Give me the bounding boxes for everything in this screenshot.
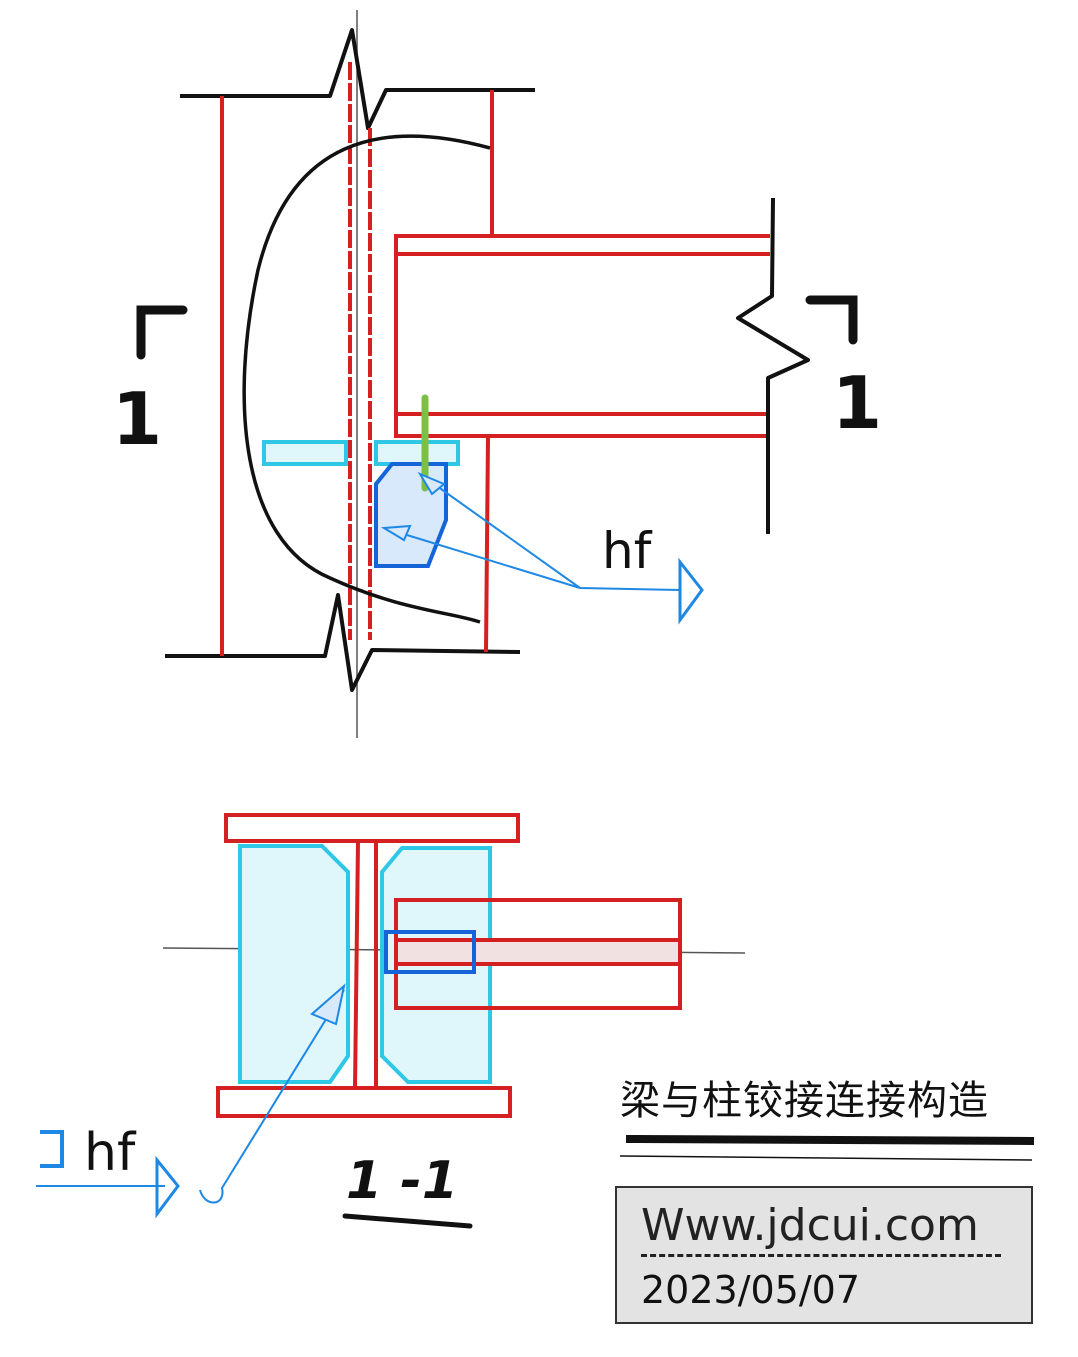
stiffener-left <box>262 440 348 466</box>
stiffener-right <box>374 440 460 466</box>
title-underline-thin <box>619 1155 1033 1161</box>
drawing-date: 2023/05/07 <box>641 1268 861 1312</box>
section-mark-right-flag <box>805 295 858 345</box>
weld-leader-lower <box>36 989 345 1204</box>
elevation-view: hf 1 1 <box>112 10 882 738</box>
website-url-underline <box>641 1254 1001 1257</box>
weld-label-upper: hf <box>602 522 653 580</box>
weld-arrowhead-1 <box>417 471 446 496</box>
section-title-underline <box>342 1213 473 1229</box>
weld-arrowhead-2 <box>380 524 412 542</box>
detail-callout-curve <box>242 134 491 624</box>
weld-arrowhead-lower <box>310 983 346 1026</box>
title-underline-thick <box>625 1135 1035 1145</box>
website-stamp: Www.jdcui.com 2023/05/07 <box>615 1186 1033 1324</box>
drawing-title: 梁与柱铰接连接构造 <box>620 1078 989 1124</box>
section-column-bottom-flange <box>216 1086 512 1118</box>
beam-outline <box>394 234 770 438</box>
weld-leader-upper <box>383 473 681 591</box>
weld-flag-lower <box>155 1155 180 1219</box>
website-url[interactable]: Www.jdcui.com <box>641 1200 979 1251</box>
column-right-flange-lower <box>484 435 490 653</box>
bottom-break-line <box>165 593 521 692</box>
weld-label-lower: hf <box>84 1123 137 1183</box>
section-mark-left-flag <box>136 305 188 360</box>
section-title: 1 -1 <box>346 1151 458 1211</box>
section-beam-web <box>394 938 682 966</box>
section-mark-right-number: 1 <box>832 361 882 445</box>
top-break-line <box>180 28 535 130</box>
section-stiffener-left <box>238 844 350 1084</box>
section-shear-plate <box>384 930 476 974</box>
section-column-web-left <box>353 840 360 1089</box>
weld-flag-upper <box>678 557 704 625</box>
section-column-top-flange <box>224 813 520 843</box>
weld-bracket-symbol <box>40 1130 64 1168</box>
shear-plate <box>374 462 448 568</box>
section-view: hf 1 -1 <box>36 813 746 1229</box>
section-mark-left-number: 1 <box>112 377 162 461</box>
beam-break-line <box>736 197 810 534</box>
